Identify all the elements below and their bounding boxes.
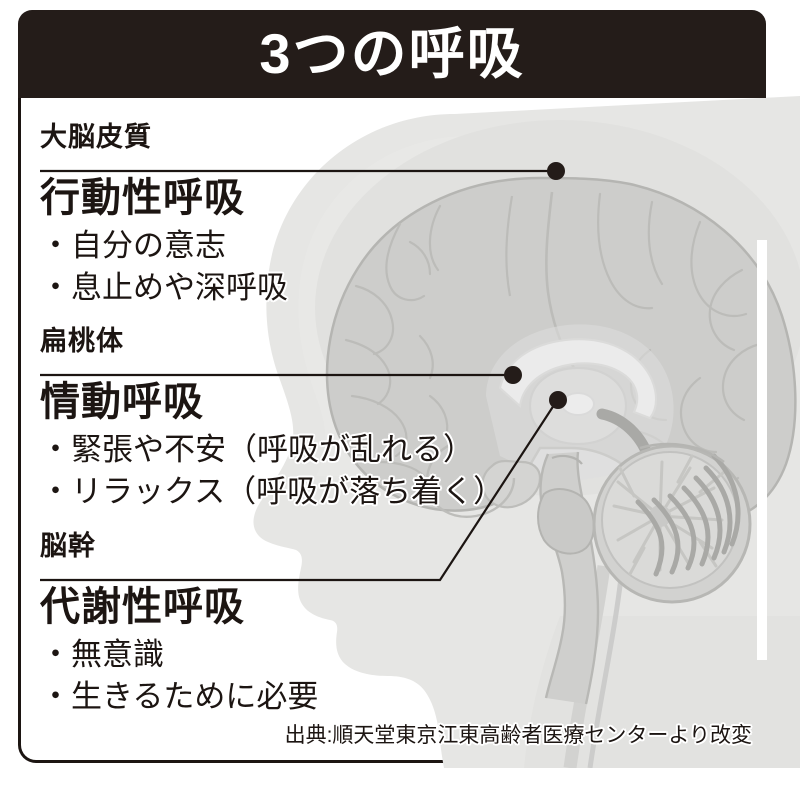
source-note: 出典:順天堂東京江東高齢者医療センターより改変 — [284, 724, 752, 747]
list-item: ・息止めや深呼吸 — [40, 270, 288, 306]
pons-shape — [537, 488, 595, 555]
breathing-title-3: 代謝性呼吸 — [40, 585, 245, 629]
page-title: 3つの呼吸 — [259, 22, 525, 85]
section-brainstem: 脳幹 代謝性呼吸 ・無意識 ・生きるために必要 — [40, 533, 460, 718]
section-amygdala: 扁桃体 情動呼吸 ・緊張や不安（呼吸が乱れる） ・リラックス（呼吸が落ち着く） — [40, 326, 505, 513]
bullet-list-3: ・無意識 ・生きるために必要 — [40, 634, 460, 718]
bullet-list-1: ・自分の意志 ・息止めや深呼吸 — [40, 225, 460, 309]
organ-label-2: 扁桃体 — [40, 326, 124, 356]
breathing-title-2: 情動呼吸 — [40, 380, 204, 424]
breathing-title-1: 行動性呼吸 — [40, 176, 245, 220]
spinal-cord-line-2 — [587, 567, 625, 768]
section-cerebral-cortex: 大脳皮質 行動性呼吸 ・自分の意志 ・息止めや深呼吸 — [40, 124, 460, 309]
list-item: ・無意識 — [40, 637, 164, 673]
header-bar: 3つの呼吸 — [18, 10, 766, 98]
precentral-sulcus — [505, 195, 514, 297]
list-item: ・生きるために必要 — [40, 679, 319, 715]
cerebellum-folia-stripes — [635, 453, 741, 577]
bullet-list-2: ・緊張や不安（呼吸が乱れる） ・リラックス（呼吸が落ち着く） — [40, 429, 505, 513]
list-item: ・自分の意志 — [40, 228, 226, 264]
list-item: ・緊張や不安（呼吸が乱れる） — [40, 432, 474, 468]
list-item: ・リラックス（呼吸が落ち着く） — [40, 474, 505, 510]
organ-label-1: 大脳皮質 — [40, 122, 152, 152]
occipital-lobe-edge — [639, 442, 725, 464]
organ-label-3: 脳幹 — [40, 531, 96, 561]
brainstem-outline-right — [576, 451, 600, 705]
frame-border-break — [757, 240, 767, 660]
